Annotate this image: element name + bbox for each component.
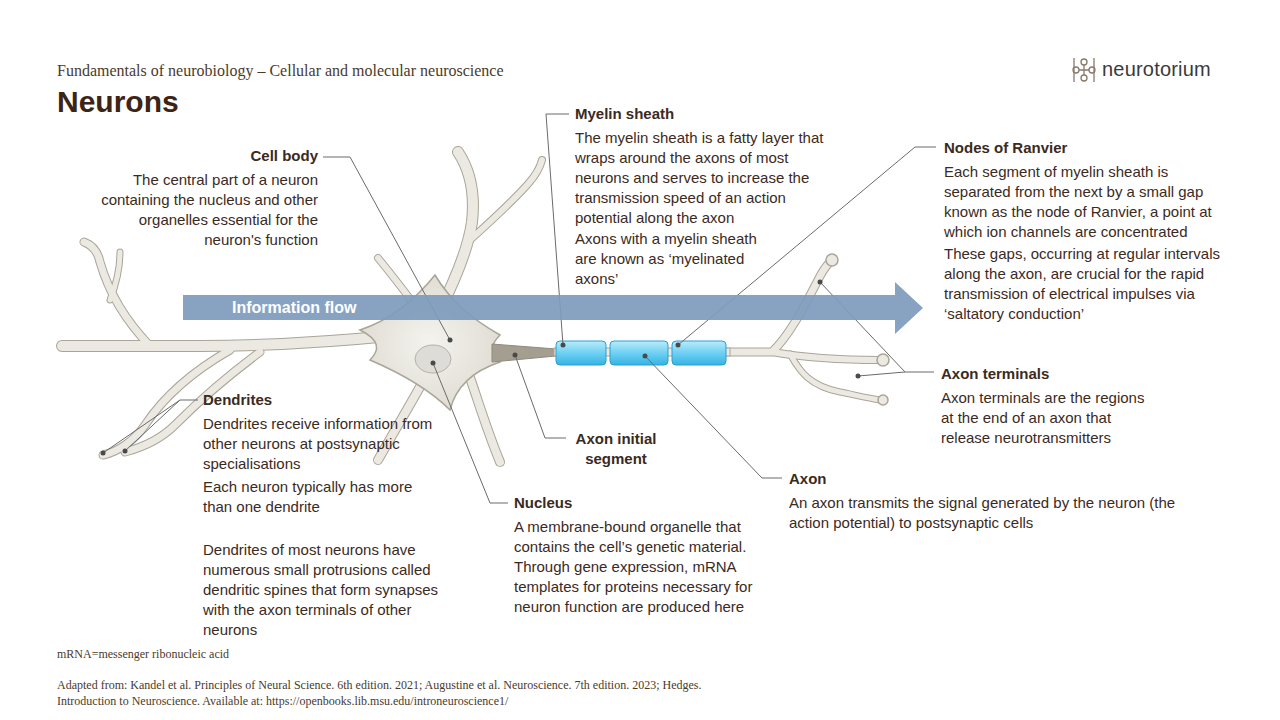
part-name: Axon bbox=[789, 469, 989, 489]
description: Dendrites receive information from other… bbox=[203, 414, 438, 474]
description: An axon transmits the signal generated b… bbox=[789, 493, 1181, 533]
description: The central part of a neuron containing … bbox=[78, 170, 318, 250]
description: A membrane-bound organelle that contains… bbox=[514, 517, 776, 617]
arrow-polygon bbox=[183, 282, 923, 334]
information-flow-arrow: Information flow bbox=[183, 282, 923, 334]
reference: Adapted from: Kandel et al. Principles o… bbox=[57, 677, 707, 709]
nucleus bbox=[415, 345, 451, 373]
axon-terminal-ends bbox=[826, 254, 889, 405]
part-name: Nucleus bbox=[514, 493, 714, 513]
description: Each segment of myelin sheath is separat… bbox=[944, 162, 1236, 242]
description: Axons with a myelin sheath are known as … bbox=[575, 229, 775, 289]
part-name: Axon terminals bbox=[941, 364, 1161, 384]
arrow-label: Information flow bbox=[232, 298, 356, 317]
logo-icon bbox=[1073, 58, 1095, 82]
myelin-sheath bbox=[556, 341, 726, 365]
part-name: Cell body bbox=[78, 146, 318, 166]
logo-text: neurotorium bbox=[1102, 56, 1242, 82]
part-name: Dendrites bbox=[203, 390, 438, 410]
description: The myelin sheath is a fatty layer that … bbox=[575, 128, 840, 228]
subtitle: Fundamentals of neurobiology – Cellular … bbox=[57, 60, 757, 81]
description: These gaps, occurring at regular interva… bbox=[944, 244, 1236, 324]
description: Each neuron typically has more than one … bbox=[203, 477, 438, 517]
description: Dendrites of most neurons have numerous … bbox=[203, 540, 445, 640]
slide-title: Neurons bbox=[57, 84, 179, 120]
axon-initial-segment bbox=[492, 344, 556, 362]
part-name: Axon initial segment bbox=[566, 429, 666, 469]
part-name: Myelin sheath bbox=[575, 104, 840, 124]
part-name: Nodes of Ranvier bbox=[944, 138, 1236, 158]
description: Axon terminals are the regions at the en… bbox=[941, 388, 1153, 448]
footnote: mRNA=messenger ribonucleic acid bbox=[57, 646, 457, 662]
